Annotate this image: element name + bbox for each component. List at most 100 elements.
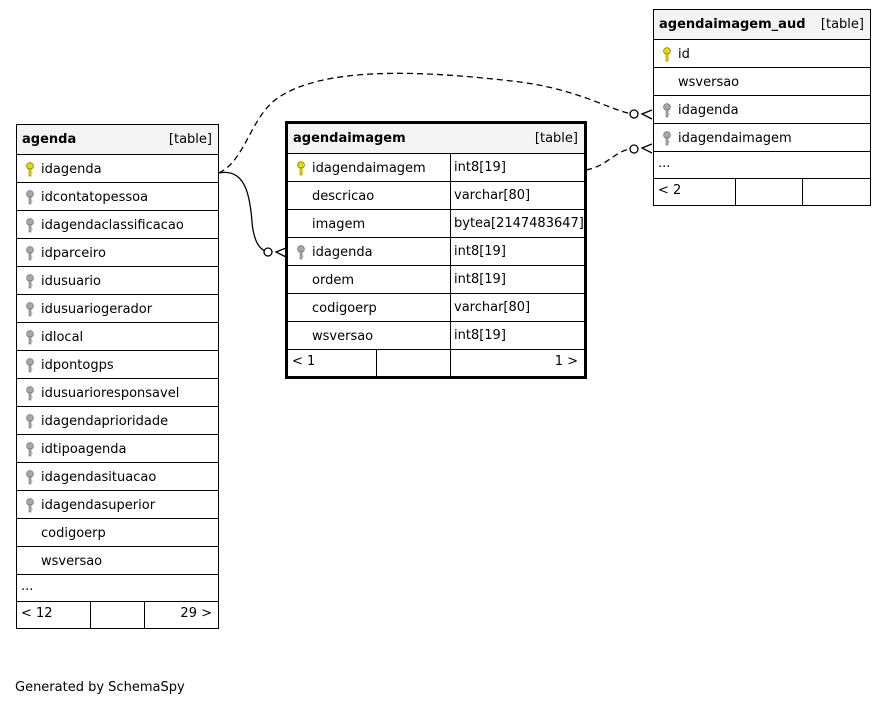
column-name: idlocal <box>41 330 84 345</box>
key-icon <box>296 161 306 176</box>
column-row[interactable]: idagenda <box>17 155 218 183</box>
column-name: descricao <box>312 189 375 204</box>
column-name: idparceiro <box>41 246 106 261</box>
more-columns-ellipsis: ... <box>654 152 870 179</box>
column-type: bytea[2147483647] <box>450 210 584 237</box>
column-name: idagendasituacao <box>41 470 157 485</box>
column-list: id wsversao idagenda idagendaimagem <box>654 40 870 152</box>
column-type: int8[19] <box>450 266 506 293</box>
column-row[interactable]: idusuario <box>17 267 218 295</box>
table-name: agenda <box>22 132 77 147</box>
column-name: imagem <box>312 217 366 232</box>
column-row[interactable]: idtipoagenda <box>17 435 218 463</box>
column-name: idagenda <box>678 103 739 118</box>
table-kind: [table] <box>820 17 864 32</box>
child-count: 29 > <box>180 606 212 621</box>
foreign-key-icon <box>296 245 306 260</box>
table-agendaimagem-aud[interactable]: agendaimagem_aud [table] id wsversao idage… <box>653 9 871 206</box>
column-row[interactable]: imagem bytea[2147483647] <box>288 210 584 238</box>
column-row[interactable]: idusuariogerador <box>17 295 218 323</box>
column-name: idtipoagenda <box>41 442 127 457</box>
column-name: idagendaimagem <box>312 161 426 176</box>
foreign-key-icon <box>25 442 35 457</box>
table-name: agendaimagem <box>293 131 406 146</box>
column-name: id <box>678 47 690 62</box>
table-header: agenda [table] <box>17 125 218 155</box>
column-row[interactable]: idagendasuperior <box>17 491 218 519</box>
column-row[interactable]: wsversao <box>654 68 870 96</box>
key-icon <box>25 162 35 177</box>
column-row[interactable]: idagendaimagem int8[19] <box>288 154 584 182</box>
edge-optional-marker <box>629 109 639 119</box>
column-row[interactable]: descricao varchar[80] <box>288 182 584 210</box>
foreign-key-icon <box>25 274 35 289</box>
footer-divider <box>90 602 91 628</box>
column-row[interactable]: idcontatopessoa <box>17 183 218 211</box>
edge-crowfoot <box>640 143 653 154</box>
column-row[interactable]: idagendaimagem <box>654 124 870 152</box>
column-type: varchar[80] <box>450 294 530 321</box>
column-row[interactable]: idusuarioresponsavel <box>17 379 218 407</box>
table-footer: < 1 1 > <box>288 350 584 376</box>
column-list: idagenda idcontatopessoa idagendaclassific… <box>17 155 218 575</box>
column-row[interactable]: idagendasituacao <box>17 463 218 491</box>
table-kind: [table] <box>534 131 578 146</box>
foreign-key-icon <box>25 498 35 513</box>
parent-count: < 2 <box>658 183 682 198</box>
edge-optional-marker <box>263 247 273 257</box>
column-name: idagenda <box>41 162 102 177</box>
column-name: idagendaimagem <box>678 131 792 146</box>
column-name: idusuarioresponsavel <box>41 386 180 401</box>
table-kind: [table] <box>168 132 212 147</box>
edge-optional-marker <box>629 144 639 154</box>
foreign-key-icon <box>25 330 35 345</box>
footer-divider <box>450 350 451 376</box>
more-columns-ellipsis: ... <box>17 575 218 602</box>
table-footer: < 2 <box>654 179 870 205</box>
column-type: int8[19] <box>450 322 506 349</box>
column-name: idagendasuperior <box>41 498 156 513</box>
column-type: varchar[80] <box>450 182 530 209</box>
column-type: int8[19] <box>450 154 506 181</box>
foreign-key-icon <box>25 302 35 317</box>
column-row[interactable]: codigoerp <box>17 519 218 547</box>
column-row[interactable]: idlocal <box>17 323 218 351</box>
column-name: idagenda <box>312 245 373 260</box>
column-row[interactable]: codigoerp varchar[80] <box>288 294 584 322</box>
column-name: wsversao <box>678 75 740 90</box>
column-row[interactable]: idparceiro <box>17 239 218 267</box>
key-icon <box>662 47 672 62</box>
column-row[interactable]: id <box>654 40 870 68</box>
column-row[interactable]: idagenda <box>654 96 870 124</box>
column-name: wsversao <box>41 554 103 569</box>
foreign-key-icon <box>25 470 35 485</box>
foreign-key-icon <box>25 386 35 401</box>
foreign-key-icon <box>25 190 35 205</box>
table-name: agendaimagem_aud <box>659 17 806 32</box>
column-name: ordem <box>312 273 354 288</box>
foreign-key-icon <box>25 218 35 233</box>
column-name: idcontatopessoa <box>41 190 149 205</box>
column-name: idpontogps <box>41 358 114 373</box>
column-row[interactable]: wsversao <box>17 547 218 575</box>
column-row[interactable]: ordem int8[19] <box>288 266 584 294</box>
foreign-key-icon <box>25 246 35 261</box>
foreign-key-icon <box>25 358 35 373</box>
column-name: codigoerp <box>312 301 377 316</box>
column-row[interactable]: idagendaprioridade <box>17 407 218 435</box>
column-name: idusuariogerador <box>41 302 153 317</box>
parent-count: < 12 <box>21 606 53 621</box>
edge-agendaimagem-agendaimagem-aud <box>585 148 633 171</box>
column-row[interactable]: idagendaclassificacao <box>17 211 218 239</box>
column-row[interactable]: idpontogps <box>17 351 218 379</box>
table-header: agendaimagem_aud [table] <box>654 10 870 40</box>
table-header: agendaimagem [table] <box>288 124 584 154</box>
edge-agenda-agendaimagem-aud <box>218 72 633 174</box>
column-name: idagendaprioridade <box>41 414 169 429</box>
footer-divider <box>376 350 377 376</box>
